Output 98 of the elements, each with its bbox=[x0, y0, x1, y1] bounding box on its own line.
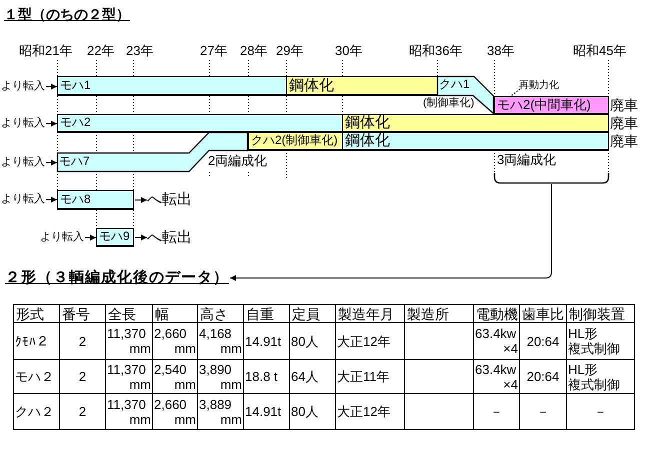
data-cell: 2,540 mm bbox=[152, 360, 198, 394]
year-label: 22年 bbox=[87, 43, 114, 59]
data-cell: 14.91t bbox=[244, 322, 290, 360]
data-cell: 3,890 mm bbox=[198, 360, 244, 394]
year-label: 昭和21年 bbox=[19, 43, 72, 59]
data-cell: － bbox=[566, 394, 634, 430]
year-label: 23年 bbox=[126, 43, 154, 59]
data-cell: 80人 bbox=[290, 394, 336, 430]
arrow bbox=[46, 84, 58, 90]
note-text: より転入 bbox=[1, 80, 45, 94]
data-cell: 大正11年 bbox=[336, 360, 404, 394]
bracket-label: 3両編成化 bbox=[497, 153, 556, 168]
data-cell: HL形複式制御 bbox=[566, 322, 634, 360]
bar-label: モハ9 bbox=[99, 230, 130, 244]
header-cell: 定員 bbox=[290, 304, 336, 322]
timeline-bar bbox=[248, 132, 343, 151]
year-label: 38年 bbox=[487, 43, 514, 59]
data-cell: 4,168 mm bbox=[198, 322, 244, 360]
data-cell: ｸﾓﾊ２ bbox=[14, 322, 60, 360]
note-text: より転入 bbox=[40, 231, 84, 244]
year-label: 30年 bbox=[335, 43, 362, 59]
note-text: より転入 bbox=[1, 156, 45, 170]
arrow bbox=[46, 196, 58, 203]
header-cell: 幅 bbox=[152, 304, 198, 322]
header-cell: 番号 bbox=[60, 304, 106, 322]
data-cell: 2,660 mm bbox=[152, 322, 198, 360]
data-cell: 大正12年 bbox=[336, 394, 404, 430]
section-heading: ２形（３輌編成化後のデータ） bbox=[5, 268, 229, 288]
data-cell: － bbox=[474, 394, 520, 430]
header-cell: 自重 bbox=[244, 304, 290, 322]
data-cell: 63.4kw ×4 bbox=[474, 360, 520, 394]
header-cell: 歯車比 bbox=[520, 304, 566, 322]
note-text: より転入 bbox=[1, 193, 45, 206]
data-cell: 14.91t bbox=[244, 394, 290, 430]
bar-label: モハ1 bbox=[60, 78, 91, 92]
data-cell: 80人 bbox=[290, 322, 336, 360]
data-cell: HL形複式制御 bbox=[566, 360, 634, 394]
header-cell: 電動機 bbox=[474, 304, 520, 322]
header-cell: 製造年月 bbox=[336, 304, 404, 322]
data-cell: モハ２ bbox=[14, 360, 60, 394]
bar-label: 鋼体化 bbox=[345, 114, 390, 132]
data-cell: 63.4kw ×4 bbox=[474, 322, 520, 360]
year-label: 28年 bbox=[240, 43, 268, 59]
bar-label: 鋼体化 bbox=[289, 76, 334, 94]
note-text: へ転出 bbox=[147, 229, 192, 247]
timeline-bar bbox=[57, 114, 343, 133]
data-cell: 64人 bbox=[290, 360, 336, 394]
year-label: 27年 bbox=[200, 43, 228, 59]
header-cell: 高さ bbox=[198, 304, 244, 322]
bar-label: モハ8 bbox=[60, 192, 91, 206]
leader-line bbox=[510, 88, 520, 96]
bar-label: モハ7 bbox=[59, 155, 90, 169]
bar-label: クハ2(制御車化) bbox=[251, 134, 338, 148]
note-text: 2両編成化 bbox=[208, 154, 268, 169]
bar-label: クハ1 bbox=[439, 78, 470, 92]
data-cell: 20:64 bbox=[520, 360, 566, 394]
header-cell: 制御装置 bbox=[566, 304, 634, 322]
data-cell: 18.8 t bbox=[244, 360, 290, 394]
header-cell: 全長 bbox=[106, 304, 152, 322]
data-cell: 11,370 mm bbox=[106, 360, 152, 394]
bar-label: 鋼体化 bbox=[345, 132, 390, 150]
data-cell: 2,660 mm bbox=[152, 394, 198, 430]
data-cell: 2 bbox=[60, 360, 106, 394]
status-label: 廃車 bbox=[610, 114, 638, 132]
arrow bbox=[134, 197, 148, 203]
data-cell: 11,370 mm bbox=[106, 394, 152, 430]
timeline-bar bbox=[96, 228, 134, 247]
data-cell: － bbox=[520, 394, 566, 430]
year-label: 昭和36年 bbox=[409, 43, 462, 59]
note-text: より転入 bbox=[1, 117, 45, 130]
data-cell: 大正12年 bbox=[336, 322, 404, 360]
diagram-title: １型（のちの２型） bbox=[4, 5, 130, 23]
data-cell: 20:64 bbox=[520, 322, 566, 360]
header-cell: 形式 bbox=[14, 304, 60, 322]
arrow bbox=[46, 120, 58, 127]
year-label: 29年 bbox=[276, 43, 304, 59]
timeline-bar bbox=[57, 190, 134, 210]
arrow bbox=[84, 234, 96, 241]
arrow bbox=[230, 184, 552, 281]
note-text: 再動力化 bbox=[519, 80, 559, 92]
note-text: へ転出 bbox=[147, 191, 192, 209]
bar-label: モハ2(中間車化) bbox=[497, 98, 591, 112]
status-label: 廃車 bbox=[610, 132, 638, 150]
data-cell: 11,370 mm bbox=[106, 322, 152, 360]
data-cell: 3,889 mm bbox=[198, 394, 244, 430]
group-bracket bbox=[494, 150, 609, 184]
arrow bbox=[46, 160, 58, 166]
arrow bbox=[134, 234, 148, 240]
data-cell: クハ２ bbox=[14, 394, 60, 430]
header-cell: 製造所 bbox=[404, 304, 474, 322]
status-label: 廃車 bbox=[610, 96, 638, 114]
bar-label: モハ2 bbox=[60, 116, 91, 130]
timeline-bar bbox=[57, 76, 287, 96]
timeline-bar bbox=[286, 76, 438, 96]
note-text: (制御車化) bbox=[423, 97, 474, 110]
data-cell: 2 bbox=[60, 394, 106, 430]
data-cell: 2 bbox=[60, 322, 106, 360]
year-label: 昭和45年 bbox=[573, 43, 626, 59]
